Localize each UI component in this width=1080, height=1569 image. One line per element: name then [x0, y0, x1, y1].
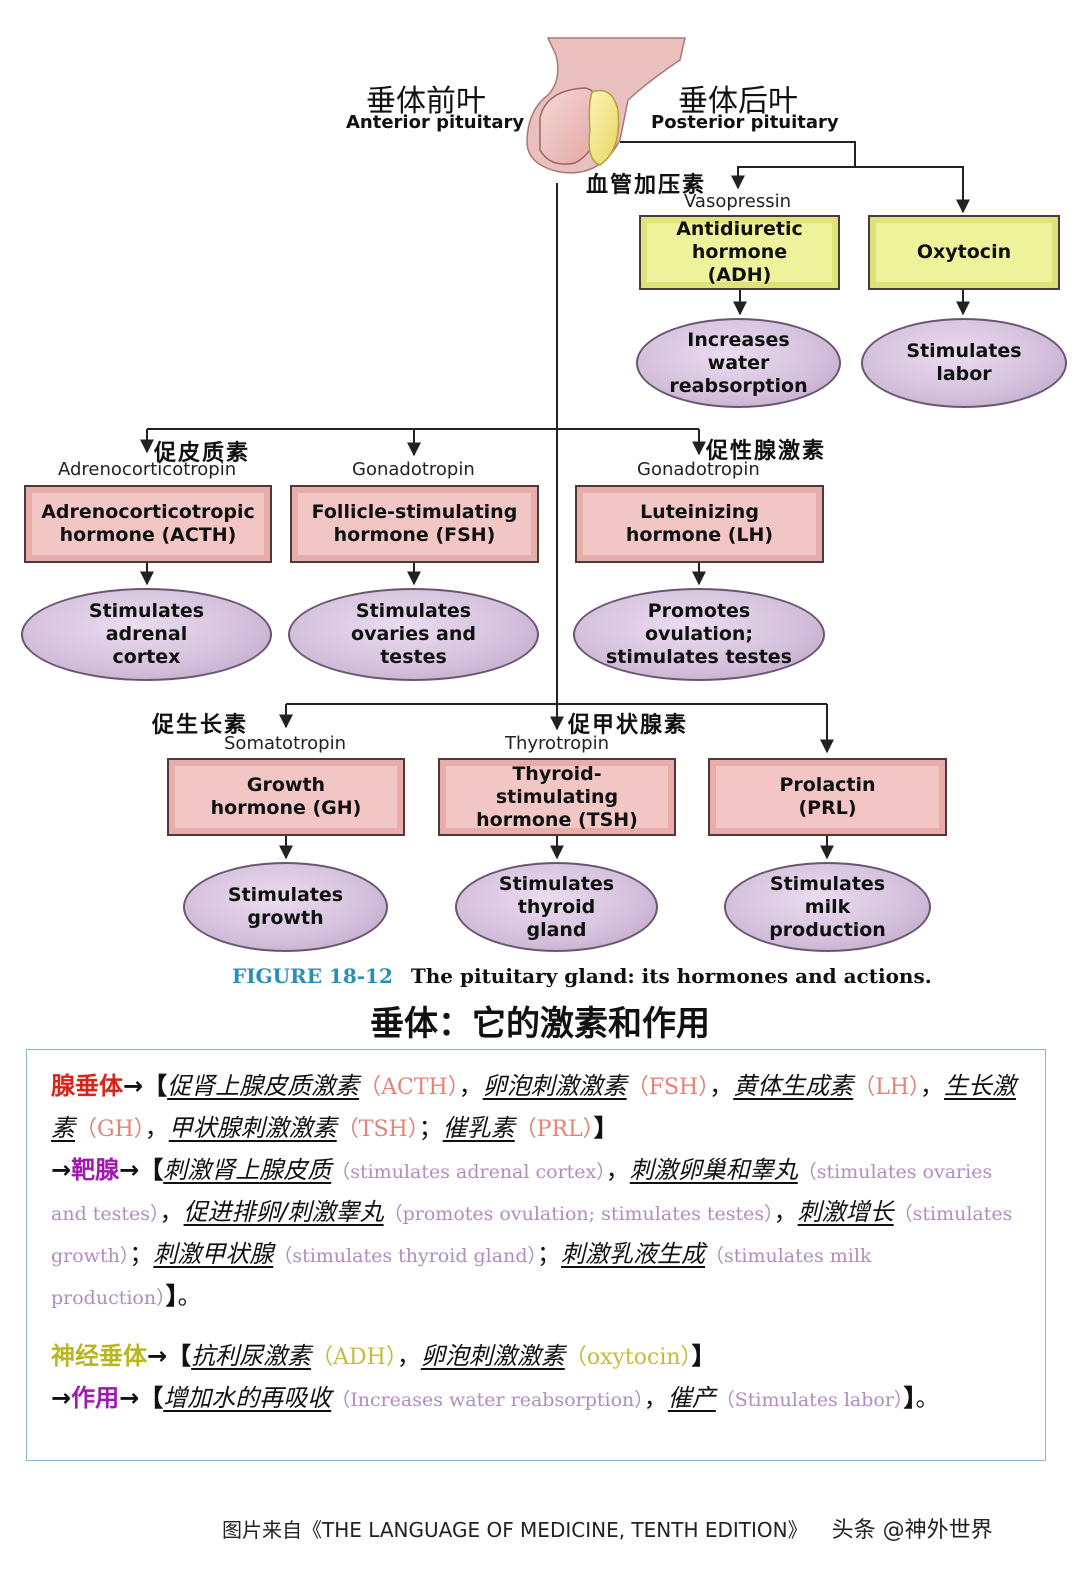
tsh-effect-oval: Stimulates thyroid gland	[455, 862, 658, 952]
oxytocin-box: Oxytocin	[868, 215, 1060, 290]
gh-en-label: Somatotropin	[224, 733, 346, 754]
anterior-pituitary-en: Anterior pituitary	[346, 112, 525, 133]
source-credit: 图片来自《THE LANGUAGE OF MEDICINE, TENTH EDI…	[222, 1518, 808, 1542]
figure-caption: FIGURE 18-12 The pituitary gland: its hor…	[232, 964, 932, 988]
gh-cn-label: 促生长素	[152, 713, 249, 738]
posterior-pituitary-cn: 垂体后叶	[678, 84, 798, 119]
footer: 图片来自《THE LANGUAGE OF MEDICINE, TENTH EDI…	[222, 1512, 993, 1544]
prl-effect-oval: Stimulates milk production	[724, 862, 931, 952]
chinese-title: 垂体：它的激素和作用	[370, 1004, 710, 1044]
adh-effect-oval: Increases water reabsorption	[636, 318, 841, 408]
oxytocin-effect-oval: Stimulates labor	[861, 318, 1067, 408]
watermark: 头条 @神外世界	[831, 1518, 993, 1543]
tsh-cn-label: 促甲状腺素	[568, 713, 689, 738]
summary-adenohypophysis: 腺垂体→【促肾上腺皮质激素（ACTH），卵泡刺激激素（FSH），黄体生成素（LH…	[51, 1072, 1017, 1142]
summary-target-glands: →靶腺→【刺激肾上腺皮质（stimulates adrenal cortex），…	[51, 1156, 1013, 1310]
anterior-pituitary-cn: 垂体前叶	[366, 84, 486, 119]
prl-box: Prolactin (PRL)	[708, 758, 947, 836]
figure-text: The pituitary gland: its hormones and ac…	[410, 964, 932, 988]
connector-lines	[140, 37, 970, 860]
lh-box: Luteinizing hormone (LH)	[575, 485, 824, 563]
fsh-box: Follicle-stimulating hormone (FSH)	[290, 485, 539, 563]
tsh-box: Thyroid-stimulating hormone (TSH)	[438, 758, 676, 836]
figure-label: FIGURE 18-12	[232, 964, 393, 988]
lh-en-label: Gonadotropin	[637, 459, 760, 480]
acth-cn-label: 促皮质素	[154, 441, 251, 466]
acth-effect-oval: Stimulates adrenal cortex	[21, 588, 272, 681]
summary-actions: →作用→【增加水的再吸收（Increases water reabsorptio…	[51, 1384, 940, 1412]
fsh-effect-oval: Stimulates ovaries and testes	[288, 588, 539, 681]
summary-box: 腺垂体→【促肾上腺皮质激素（ACTH），卵泡刺激激素（FSH），黄体生成素（LH…	[26, 1049, 1046, 1461]
gh-box: Growth hormone (GH)	[167, 758, 405, 836]
acth-box: Adrenocorticotropic hormone (ACTH)	[24, 485, 272, 563]
vasopressin-en-label: Vasopressin	[684, 191, 792, 212]
acth-en-label: Adrenocorticotropin	[58, 459, 237, 480]
lh-effect-oval: Promotes ovulation; stimulates testes	[573, 588, 825, 681]
tsh-en-label: Thyrotropin	[505, 733, 609, 754]
pituitary-gland-icon	[526, 37, 686, 174]
vasopressin-cn-label: 血管加压素	[586, 173, 707, 198]
fsh-en-label: Gonadotropin	[352, 459, 475, 480]
adh-box: Antidiuretic hormone (ADH)	[639, 215, 840, 290]
summary-neurohypophysis: 神经垂体→【抗利尿激素（ADH），卵泡刺激激素（oxytocin）】	[51, 1342, 716, 1370]
gh-effect-oval: Stimulates growth	[183, 862, 388, 952]
lh-cn-label: 促性腺激素	[706, 439, 827, 464]
posterior-pituitary-en: Posterior pituitary	[651, 112, 839, 133]
